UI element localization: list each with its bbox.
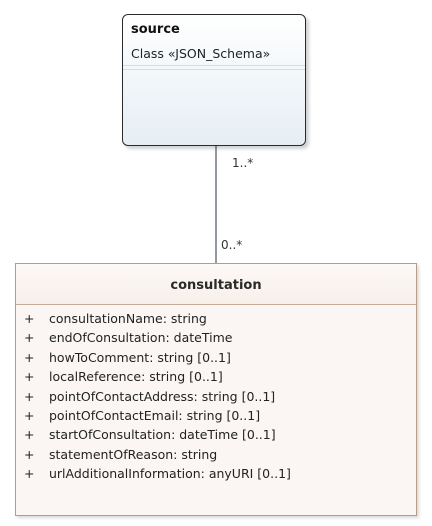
attribute-text: endOfConsultation: dateTime	[49, 330, 233, 346]
attribute-row[interactable]: + localReference: string [0..1]	[16, 369, 416, 388]
attribute-visibility: +	[24, 466, 35, 482]
consultation-class-name: consultation	[170, 278, 262, 293]
attribute-visibility: +	[24, 427, 35, 443]
attribute-row[interactable]: + endOfConsultation: dateTime	[16, 330, 416, 349]
attribute-visibility: +	[24, 349, 35, 365]
consultation-class-header: consultation	[16, 264, 416, 305]
source-compartment-divider	[123, 65, 305, 66]
attribute-visibility: +	[24, 330, 35, 346]
attribute-visibility: +	[24, 369, 35, 385]
attribute-row[interactable]: + statementOfReason: string	[16, 447, 416, 466]
attribute-text: pointOfContactEmail: string [0..1]	[49, 407, 261, 423]
attribute-row[interactable]: + pointOfContactEmail: string [0..1]	[16, 408, 416, 427]
attribute-visibility: +	[24, 311, 35, 326]
attribute-row[interactable]: + howToComment: string [0..1]	[16, 350, 416, 369]
attribute-row[interactable]: + urlAdditionalInformation: anyURI [0..1…	[16, 466, 416, 485]
attribute-text: howToComment: string [0..1]	[49, 349, 231, 365]
attribute-text: consultationName: string	[49, 311, 207, 326]
attribute-visibility: +	[24, 407, 35, 423]
source-compartment-divider-2	[123, 69, 305, 70]
target-multiplicity: 0..*	[221, 238, 243, 252]
source-class-stereotype: Class «JSON_Schema»	[131, 46, 271, 61]
attribute-text: startOfConsultation: dateTime [0..1]	[49, 427, 276, 443]
attribute-row[interactable]: + startOfConsultation: dateTime [0..1]	[16, 427, 416, 446]
source-class-box[interactable]: source Class «JSON_Schema»	[122, 14, 306, 146]
attribute-row[interactable]: + consultationName: string	[16, 311, 416, 330]
attribute-row[interactable]: + pointOfContactAddress: string [0..1]	[16, 389, 416, 408]
attribute-text: urlAdditionalInformation: anyURI [0..1]	[49, 466, 291, 482]
attribute-text: statementOfReason: string	[49, 446, 218, 462]
attribute-visibility: +	[24, 388, 35, 404]
source-class-name: source	[131, 22, 180, 37]
attribute-text: pointOfContactAddress: string [0..1]	[49, 388, 276, 404]
attribute-visibility: +	[24, 446, 35, 462]
consultation-attribute-list: + consultationName: string + endOfConsul…	[16, 311, 416, 486]
attribute-text: localReference: string [0..1]	[49, 369, 223, 385]
consultation-class-box[interactable]: consultation + consultationName: string …	[15, 263, 417, 516]
source-multiplicity: 1..*	[232, 156, 254, 170]
